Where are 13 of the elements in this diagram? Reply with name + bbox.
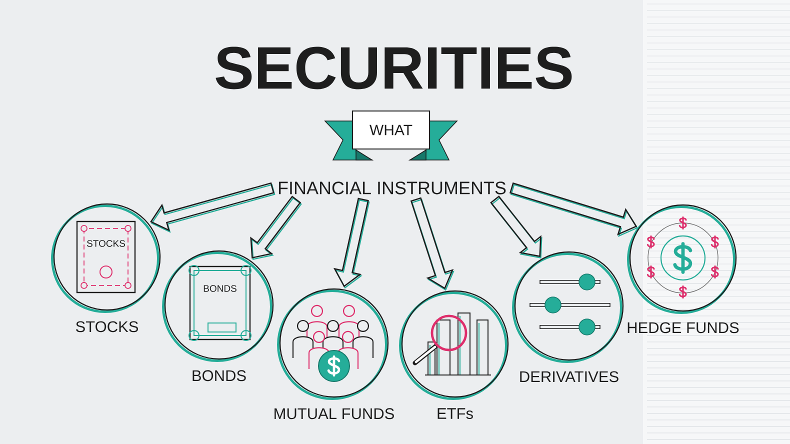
circle-label: STOCKS	[76, 321, 138, 332]
title: SECURITIES	[216, 46, 572, 90]
certificate: STOCKS	[76, 220, 136, 294]
heading-text: FINANCIAL INSTRUMENTS	[278, 182, 506, 194]
arrow	[490, 196, 542, 259]
circle-label: MUTUAL FUNDS	[274, 408, 394, 420]
circle-label: DERIVATIVES	[520, 371, 618, 382]
arrow	[250, 196, 302, 260]
circle-label: BONDS	[192, 370, 246, 382]
circle-label: HEDGE FUNDS	[628, 322, 739, 334]
arrow	[333, 198, 370, 289]
circle-label: ETFs	[438, 408, 473, 419]
certificate: BONDS	[188, 264, 252, 341]
